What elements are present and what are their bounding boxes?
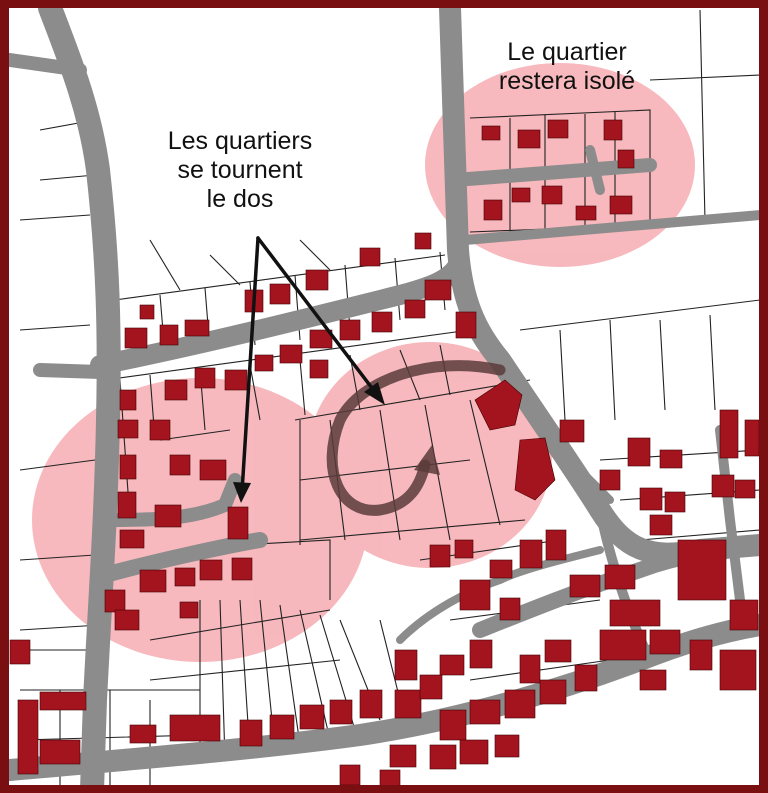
annotation-isolated-quarter: Le quartier restera isolé [462, 38, 672, 96]
annotation-backs-line1: Les quartiers [167, 127, 313, 155]
turn-arrow-icon [326, 360, 506, 516]
buildings [9, 119, 759, 785]
pointer-arrow-heads [233, 382, 385, 503]
annotation-backs-line3: le dos [206, 185, 274, 213]
annotation-isolated-line1: Le quartier [507, 38, 627, 66]
annotation-backs-line2: se tournent [177, 156, 303, 184]
road-north-east [439, 8, 759, 565]
pointer-arrow-icon [240, 236, 380, 494]
annotation-isolated-line2: restera isolé [498, 67, 636, 95]
annotation-quarters-turn-backs: Les quartiers se tournent le dos [130, 127, 350, 214]
road-west [38, 8, 121, 785]
